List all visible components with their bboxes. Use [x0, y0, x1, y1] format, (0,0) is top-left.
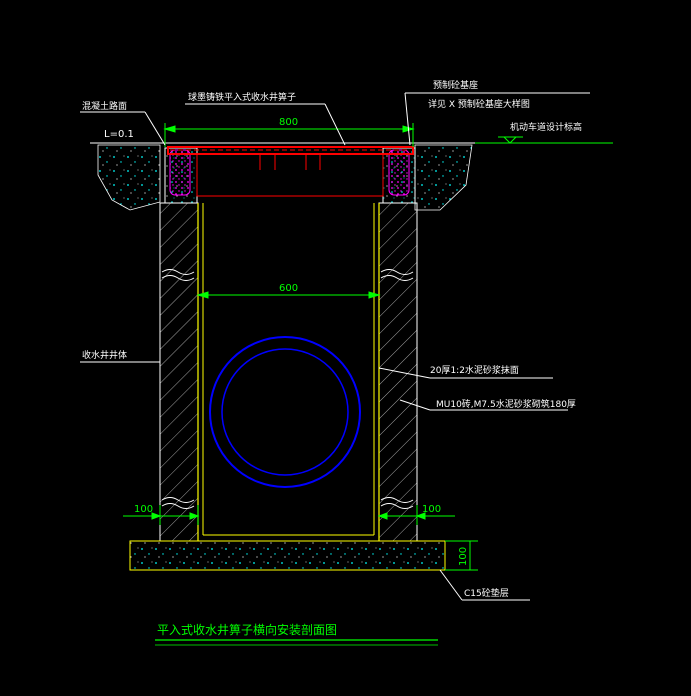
dim-right-wall: 100 — [422, 504, 441, 515]
grate — [167, 146, 414, 197]
label-precast-block: 预制砼基座 — [433, 79, 478, 91]
title-underline — [155, 639, 438, 646]
label-slope: L=0.1 — [104, 129, 134, 140]
dimensions — [123, 123, 478, 571]
precast-base — [164, 147, 416, 204]
labels: 混凝土路面 L=0.1 球墨铸铁平入式收水井箅子 预制砼基座 详见 X 预制砼基… — [82, 79, 582, 637]
label-cushion: C15砼垫层 — [464, 587, 509, 599]
leader-lines — [80, 92, 590, 601]
label-detail-ref: 详见 X 预制砼基座大样图 — [428, 98, 530, 110]
label-grate-name: 球墨铸铁平入式收水井箅子 — [188, 91, 296, 103]
dim-left-wall: 100 — [134, 504, 153, 515]
dim-cushion-thk: 100 — [458, 547, 469, 566]
label-masonry: MU10砖,M7.5水泥砂浆砌筑180厚 — [436, 398, 576, 410]
dim-inner-width: 600 — [279, 283, 298, 294]
label-well-body: 收水井井体 — [82, 349, 127, 361]
soil-backfill — [97, 144, 473, 211]
label-road-surface: 混凝土路面 — [82, 100, 127, 112]
label-plaster: 20厚1:2水泥砂浆抹面 — [430, 364, 519, 376]
pipe — [209, 336, 361, 488]
label-road-design-elev: 机动车道设计标高 — [510, 121, 582, 133]
drawing-title: 平入式收水井箅子横向安装剖面图 — [157, 622, 337, 637]
elevation-marker — [498, 136, 523, 144]
well-walls — [159, 202, 418, 542]
cushion-layer — [129, 540, 446, 571]
dim-grate-width: 800 — [279, 117, 298, 128]
